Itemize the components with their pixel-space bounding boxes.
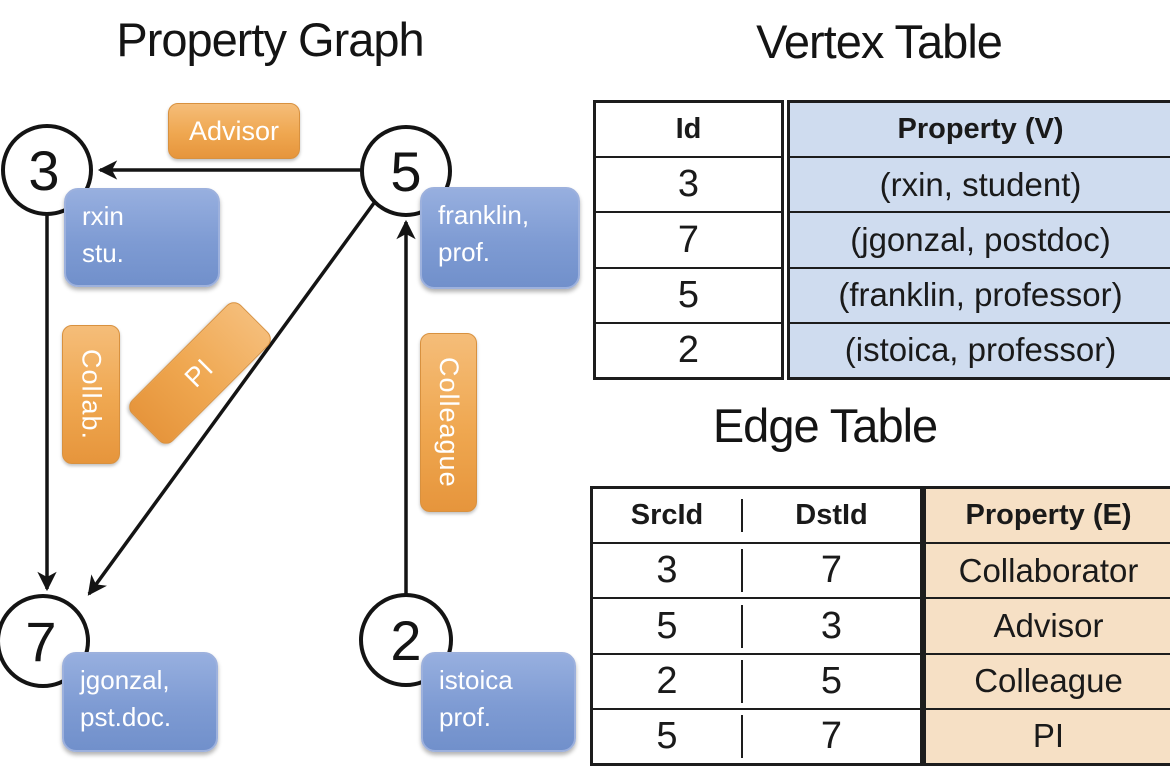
vertex-table-cell: 3 bbox=[596, 156, 781, 211]
edge-label-advisor: Advisor bbox=[168, 103, 300, 159]
node-2-id: 2 bbox=[390, 609, 421, 672]
node-7-id: 7 bbox=[25, 610, 56, 673]
edge-table-cell: 5 bbox=[593, 604, 743, 648]
edge-table-header-srcid: SrcId bbox=[593, 499, 743, 533]
edge-table-cell: 2 bbox=[593, 659, 743, 703]
vertex-box-franklin: franklin, prof. bbox=[420, 187, 580, 289]
edge-table-cell: Collaborator bbox=[926, 542, 1170, 598]
edge-table-cell: 3 bbox=[593, 549, 743, 593]
edge-label-colleague: Colleague bbox=[420, 333, 477, 512]
edge-table-property-column: Property (E) Collaborator Advisor Collea… bbox=[923, 486, 1170, 766]
edge-table-header-dstid: DstId bbox=[795, 499, 868, 532]
node-5-id: 5 bbox=[390, 140, 421, 203]
vertex-box-jgonzal: jgonzal, pst.doc. bbox=[62, 652, 218, 752]
property-graph-title: Property Graph bbox=[116, 13, 424, 66]
vertex-table-cell: (istoica, professor) bbox=[790, 321, 1170, 378]
vertex-table-cell: (rxin, student) bbox=[790, 156, 1170, 212]
vertex-table-cell: 5 bbox=[596, 266, 781, 322]
edge-5-to-7 bbox=[87, 201, 376, 596]
edge-table-id-columns: SrcId DstId 3 7 5 3 2 5 5 7 bbox=[590, 486, 923, 766]
edge-table-cell: 3 bbox=[820, 604, 843, 647]
edge-table-cell: PI bbox=[926, 707, 1170, 764]
vertex-table-cell: (jgonzal, postdoc) bbox=[790, 211, 1170, 267]
vertex-table-cell: 2 bbox=[596, 321, 781, 377]
vertex-table-header-property: Property (V) bbox=[790, 103, 1170, 157]
vertex-table-cell: 7 bbox=[596, 211, 781, 266]
edge-table-cell: Advisor bbox=[926, 597, 1170, 653]
vertex-table-cell: (franklin, professor) bbox=[790, 266, 1170, 322]
edge-table-header-property: Property (E) bbox=[926, 489, 1170, 543]
vertex-table-property-column: Property (V) (rxin, student) (jgonzal, p… bbox=[787, 100, 1170, 380]
edge-table-title: Edge Table bbox=[712, 399, 938, 452]
edge-table-cell: 7 bbox=[820, 549, 843, 592]
edge-label-collab: Collab. bbox=[62, 325, 120, 464]
vertex-table-header-id: Id bbox=[675, 113, 702, 146]
vertex-box-rxin: rxin stu. bbox=[64, 188, 220, 287]
vertex-table-title: Vertex Table bbox=[756, 15, 1003, 68]
vertex-table-id-column: Id 3 7 5 2 bbox=[593, 100, 784, 380]
edge-table-cell: 5 bbox=[820, 659, 843, 702]
edge-table-cell: 7 bbox=[820, 714, 843, 757]
vertex-box-istoica: istoica prof. bbox=[421, 652, 576, 752]
edge-table-cell: 5 bbox=[593, 714, 743, 758]
node-3-id: 3 bbox=[28, 139, 59, 202]
edge-table-cell: Colleague bbox=[926, 652, 1170, 708]
